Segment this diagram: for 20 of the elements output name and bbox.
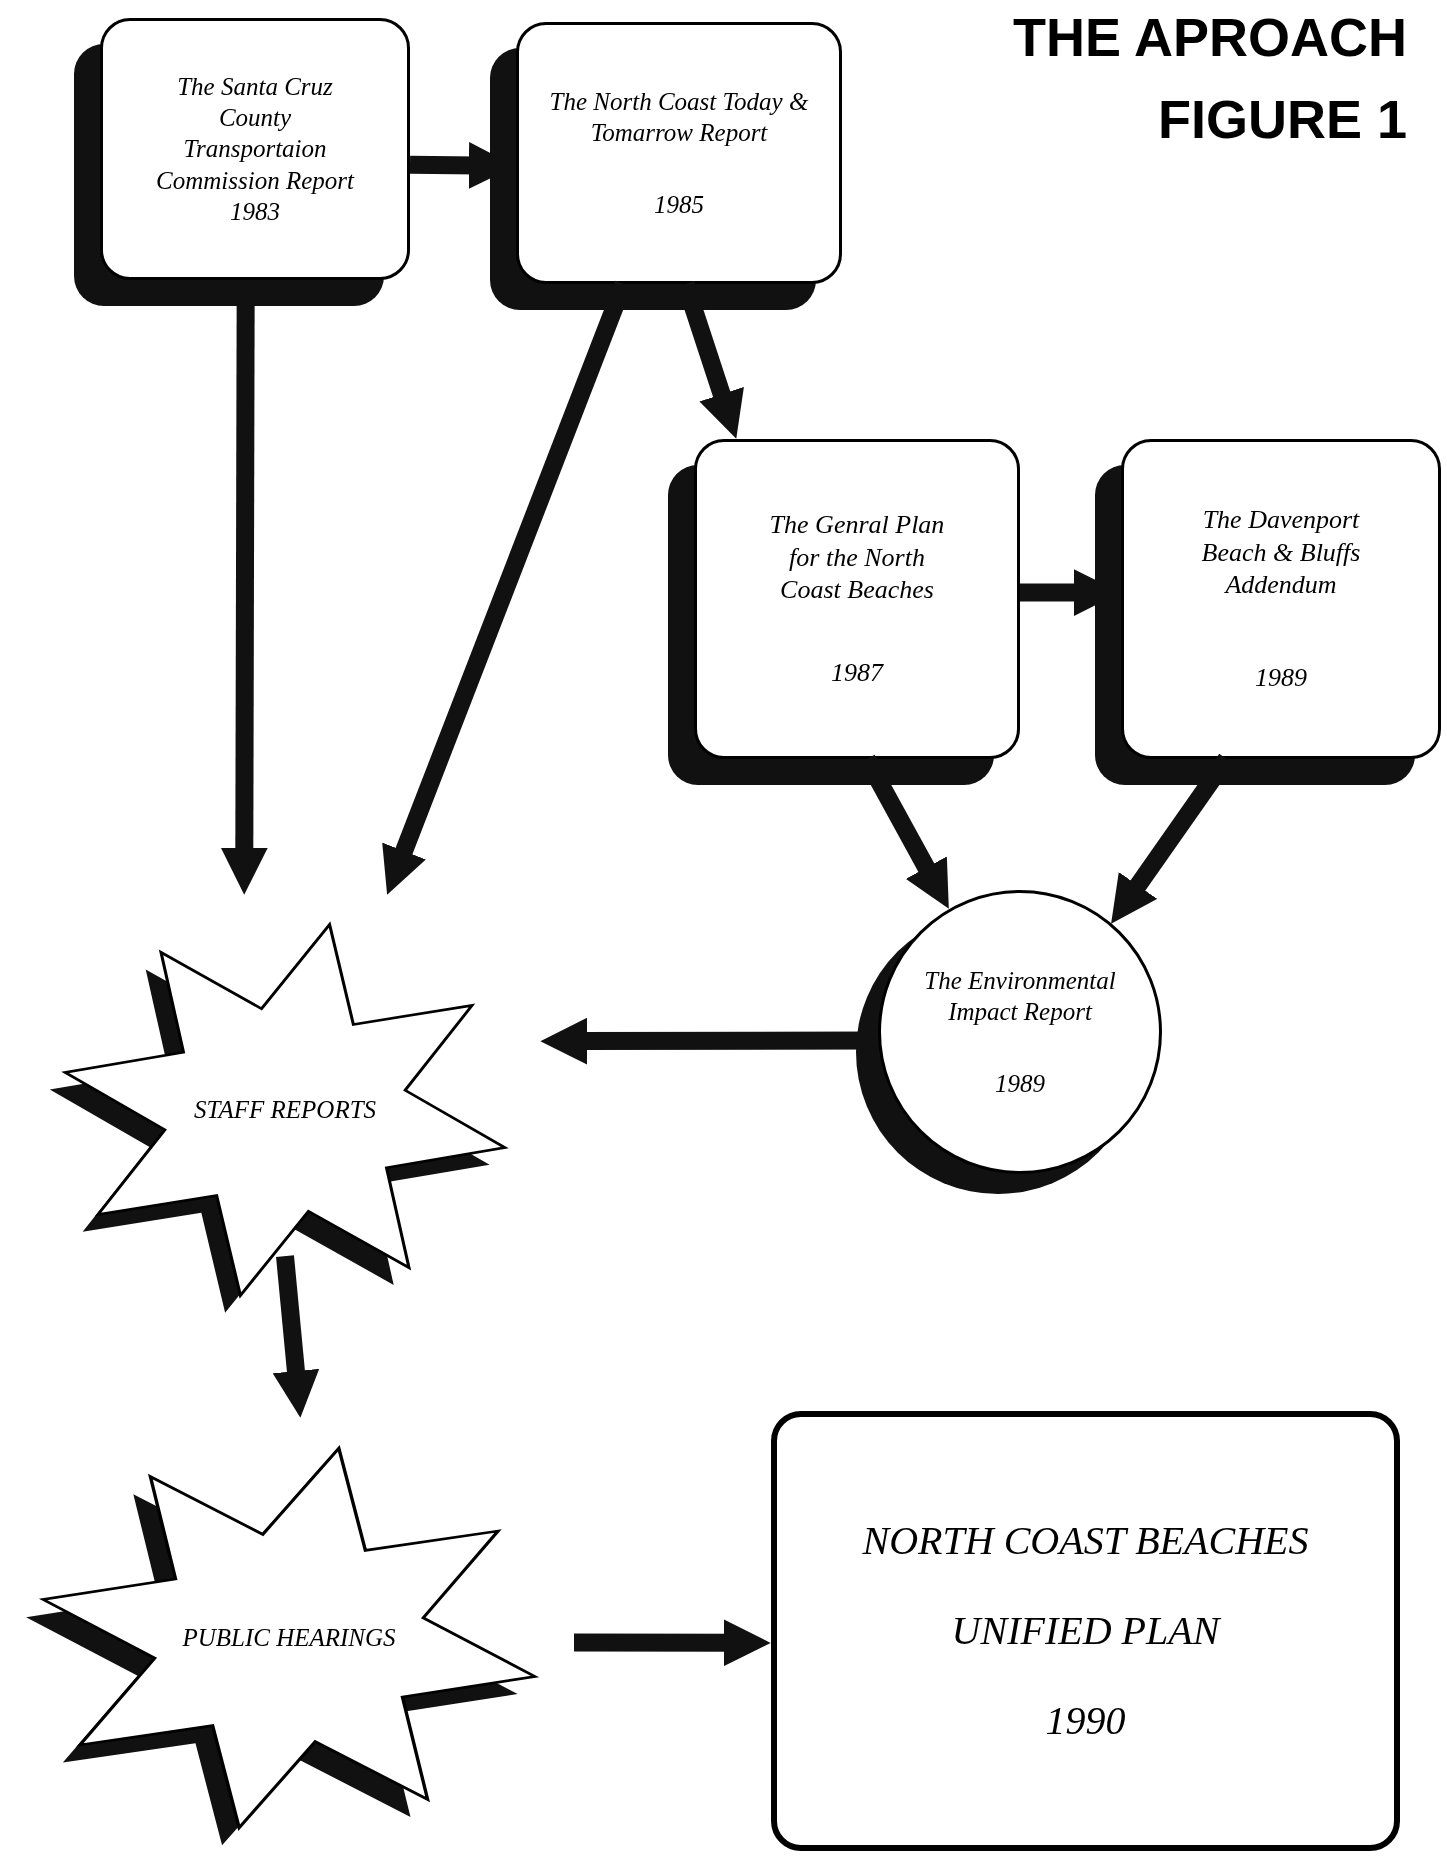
node-text: The North Coast Today & Tomarrow Report — [548, 87, 810, 149]
node-text: STAFF REPORTS — [193, 1095, 377, 1126]
node-text: 1985 — [654, 189, 704, 220]
node-text: The Santa Cruz County Transportaion Commission Report — [155, 71, 355, 196]
node-text: UNIFIED PLAN — [951, 1607, 1220, 1655]
node-text: The Genral Plan for the North Coast Beaches — [768, 509, 946, 606]
node-text: NORTH COAST BEACHES — [862, 1517, 1309, 1565]
figure-label: FIGURE 1 — [1157, 92, 1407, 146]
node-text: PUBLIC HEARINGS — [182, 1623, 396, 1654]
node-text: 1989 — [995, 1068, 1045, 1099]
node-text: 1983 — [230, 196, 280, 227]
node-text: The Davenport Beach & Bluffs Addendum — [1200, 504, 1362, 601]
arrow — [573, 1619, 771, 1667]
title: THE APROACH — [1013, 10, 1407, 64]
node-text: 1987 — [831, 656, 883, 689]
arrow — [272, 1255, 320, 1418]
plan-box — [771, 1411, 1400, 1851]
node-text: The Environmental Impact Report — [923, 966, 1117, 1028]
node-text: 1989 — [1255, 661, 1307, 694]
node-text: 1990 — [1045, 1697, 1126, 1745]
